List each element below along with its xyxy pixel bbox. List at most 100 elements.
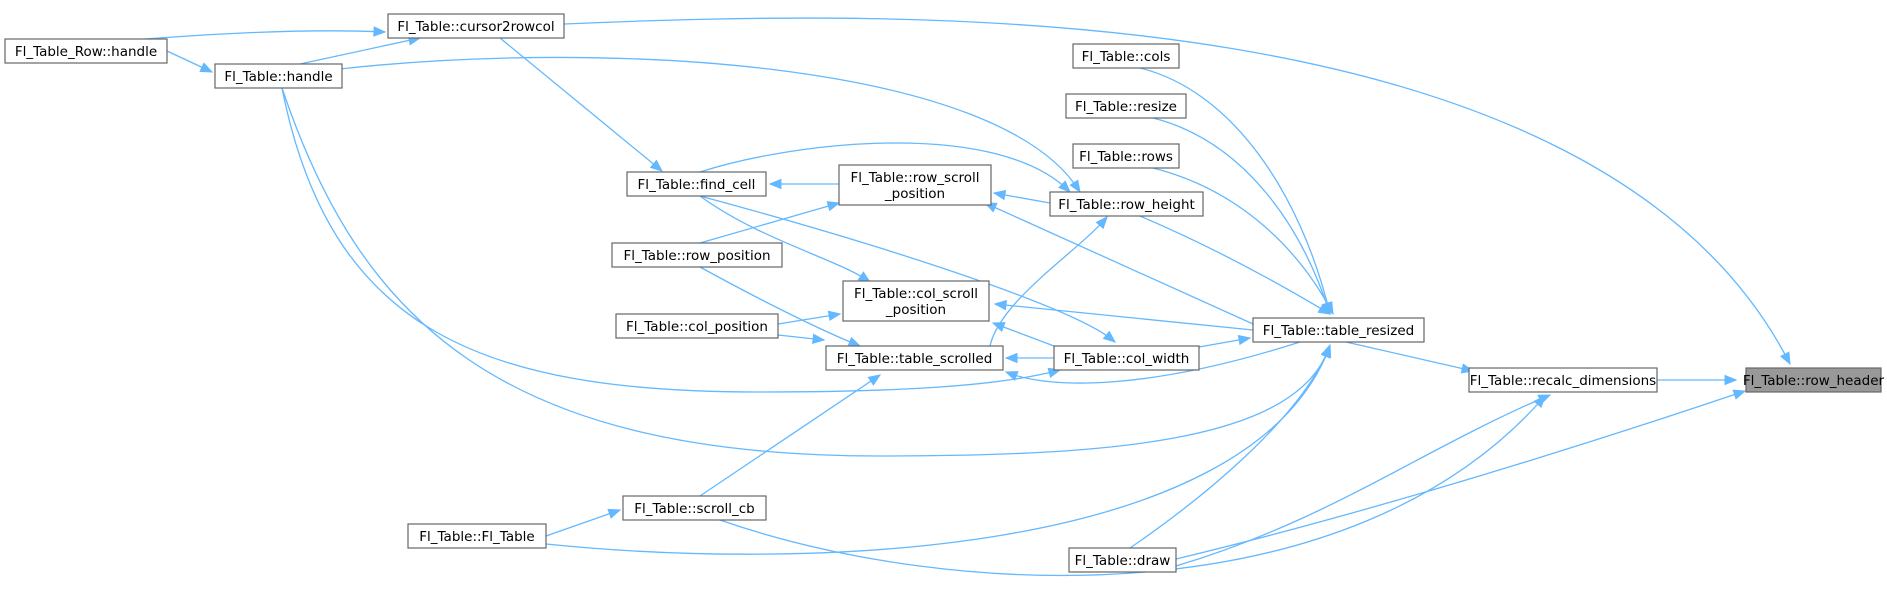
node-label: Fl_Table::resize <box>1075 99 1177 115</box>
arrow-head-icon <box>649 159 664 172</box>
node-fl-table[interactable]: Fl_Table::Fl_Table <box>407 523 547 549</box>
edge-line <box>1175 394 1551 567</box>
edge-col_position-to-table_scrolled <box>777 333 826 344</box>
edge-line <box>339 56 1081 193</box>
arrow-head-icon <box>1102 330 1117 343</box>
edge-table_resized-to-row_scroll_position <box>983 202 1254 325</box>
node-label: Fl_Table::col_width <box>1064 351 1190 367</box>
edge-line <box>1129 345 1331 549</box>
node-handle[interactable]: Fl_Table::handle <box>214 63 343 89</box>
edge-row_height-to-row_scroll_position <box>992 189 1051 204</box>
node-box <box>825 345 1004 371</box>
edge-cursor2rowcol-to-row_header <box>563 17 1791 366</box>
edge-draw-to-row_header <box>1175 389 1747 560</box>
edge-line <box>699 142 1071 193</box>
node-draw[interactable]: Fl_Table::draw <box>1068 547 1177 573</box>
edge-line <box>699 195 871 283</box>
edge-line <box>563 17 1791 365</box>
node-box <box>1065 93 1187 119</box>
node-label: Fl_Table::row_header <box>1743 373 1885 389</box>
edge-line <box>545 345 1331 555</box>
edge-find_cell-to-col_width <box>699 195 1117 343</box>
edge-line <box>144 30 386 40</box>
node-rows[interactable]: Fl_Table::rows <box>1072 143 1180 169</box>
edge-col_position-to-col_scroll_position <box>777 310 842 325</box>
node-label: Fl_Table::recalc_dimensions <box>1470 373 1656 389</box>
edge-fl_table-to-table_resized <box>545 344 1331 555</box>
node-col-scroll-position[interactable]: Fl_Table::col_scroll_position <box>842 280 990 322</box>
node-row-header[interactable]: Fl_Table::row_header <box>1743 367 1885 393</box>
arrow-head-icon <box>199 62 214 73</box>
node-label: Fl_Table::table_scrolled <box>837 351 993 367</box>
node-layer: Fl_Table::row_header Fl_Table::recalc_dim… <box>4 13 1885 573</box>
node-box <box>1068 547 1177 573</box>
edge-row_height-to-table_resized <box>1139 215 1332 315</box>
node-label: Fl_Table::col_scroll <box>854 286 978 302</box>
node-find-cell[interactable]: Fl_Table::find_cell <box>626 171 767 197</box>
edge-rows-to-table_resized <box>1152 167 1334 316</box>
node-table-scrolled[interactable]: Fl_Table::table_scrolled <box>825 345 1004 371</box>
node-row-scroll-position[interactable]: Fl_Table::row_scroll_position <box>838 164 992 206</box>
edge-line <box>699 266 861 347</box>
arrow-head-icon <box>1004 352 1018 364</box>
node-label: Fl_Table::find_cell <box>638 177 756 193</box>
edge-draw-to-recalc_dimensions <box>1175 394 1552 567</box>
node-recalc-dimensions[interactable]: Fl_Table::recalc_dimensions <box>1468 367 1658 393</box>
arrow-head-icon <box>768 178 782 190</box>
edge-line <box>984 202 1254 325</box>
edge-scroll_cb-to-table_scrolled <box>699 374 882 497</box>
edge-line <box>281 87 1331 457</box>
arrow-head-icon <box>1069 179 1081 194</box>
arrow-head-icon <box>993 299 1007 311</box>
edge-line <box>545 509 621 537</box>
node-label: Fl_Table::table_resized <box>1263 323 1415 339</box>
edge-line <box>299 37 421 65</box>
arrow-head-icon <box>1004 371 1019 381</box>
edge-line <box>994 303 1254 331</box>
arrow-head-icon <box>373 26 387 37</box>
edge-line <box>699 202 840 244</box>
node-col-position[interactable]: Fl_Table::col_position <box>615 313 779 339</box>
node-label: _position <box>884 186 945 202</box>
node-label: Fl_Table::Fl_Table <box>419 529 534 545</box>
node-scroll-cb[interactable]: Fl_Table::scroll_cb <box>622 495 767 521</box>
node-label: Fl_Table::row_height <box>1058 197 1195 213</box>
edge-table_resized-to-col_scroll_position <box>993 299 1254 331</box>
edge-table_row_handle-to-cursor2rowcol <box>144 26 387 40</box>
node-box <box>387 13 565 39</box>
node-box <box>615 313 779 339</box>
node-resize[interactable]: Fl_Table::resize <box>1065 93 1187 119</box>
node-table-row-handle[interactable]: Fl_Table_Row::handle <box>4 38 168 64</box>
edge-handle-to-table_resized <box>281 87 1332 457</box>
node-label: Fl_Table::col_position <box>626 319 768 335</box>
node-col-width[interactable]: Fl_Table::col_width <box>1053 345 1200 371</box>
node-table-resized[interactable]: Fl_Table::table_resized <box>1252 317 1425 343</box>
node-box <box>1072 43 1180 69</box>
arrow-head-icon <box>1323 301 1334 316</box>
edge-handle-to-row_height <box>339 56 1081 194</box>
arrow-head-icon <box>1237 334 1252 346</box>
node-label: _position <box>885 302 946 318</box>
edge-find_cell-to-row_height <box>699 142 1071 193</box>
node-box <box>1072 143 1180 169</box>
node-label: Fl_Table::scroll_cb <box>634 501 755 517</box>
edge-line <box>1345 341 1474 372</box>
edge-line <box>699 374 881 497</box>
edge-cursor2rowcol-to-find_cell <box>499 37 664 172</box>
node-row-height[interactable]: Fl_Table::row_height <box>1049 191 1204 217</box>
edge-recalc_dimensions-to-row_header <box>1657 374 1738 386</box>
node-box <box>214 63 343 89</box>
arrow-head-icon <box>991 322 1006 332</box>
node-cols[interactable]: Fl_Table::cols <box>1072 43 1180 69</box>
node-row-position[interactable]: Fl_Table::row_position <box>611 242 783 268</box>
node-label: Fl_Table::row_position <box>623 248 770 264</box>
edge-row_scroll_position-to-find_cell <box>768 178 839 190</box>
edge-line <box>1139 67 1331 315</box>
node-cursor2rowcol[interactable]: Fl_Table::cursor2rowcol <box>387 13 565 39</box>
arrow-head-icon <box>1533 395 1546 409</box>
node-label: Fl_Table::row_scroll <box>850 170 979 186</box>
arrow-head-icon <box>1317 303 1332 315</box>
edge-table_resized-to-table_scrolled <box>1004 341 1301 384</box>
node-box <box>842 280 990 322</box>
